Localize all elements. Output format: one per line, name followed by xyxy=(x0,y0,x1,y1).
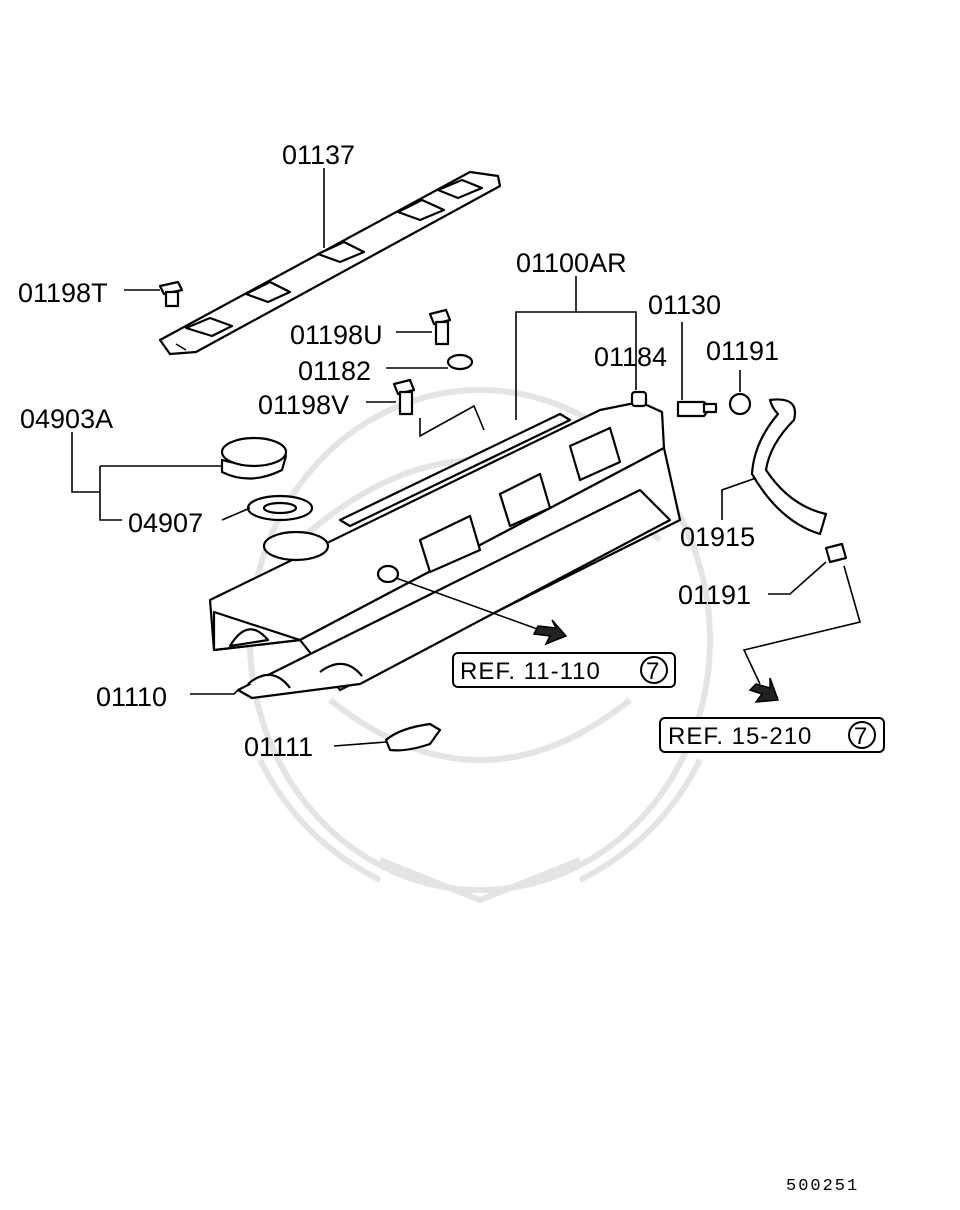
label-01198u: 01198U xyxy=(290,320,383,350)
bolt-01198u-part xyxy=(428,308,452,346)
clamp-lower-part xyxy=(824,542,848,564)
label-04903a: 04903A xyxy=(20,404,113,434)
cover-gasket-part xyxy=(236,488,672,700)
label-01184: 01184 xyxy=(594,342,667,372)
label-01130: 01130 xyxy=(648,290,721,320)
clamp-upper-part xyxy=(728,392,752,416)
oil-cap-part xyxy=(220,436,288,480)
label-01100ar: 01100AR xyxy=(516,248,627,278)
label-01182: 01182 xyxy=(298,356,371,386)
washer-01182-part xyxy=(446,353,474,371)
bolt-01198t-part xyxy=(158,280,184,308)
label-01915: 01915 xyxy=(680,522,755,552)
ref-arrow-2 xyxy=(748,677,780,703)
grommet-01184-part xyxy=(630,390,648,408)
bolt-01198v-part xyxy=(392,378,416,416)
figure-number: 500251 xyxy=(786,1177,859,1196)
label-01191-lower: 01191 xyxy=(678,580,751,610)
label-04907: 04907 xyxy=(128,508,203,538)
label-01198v: 01198V xyxy=(258,390,349,420)
ref-box-15-210[interactable]: REF. 15-210 7 xyxy=(659,717,885,753)
ref-box-11-110[interactable]: REF. 11-110 7 xyxy=(452,652,676,688)
cap-gasket-part xyxy=(246,494,314,522)
ref-arrow-1 xyxy=(532,619,568,646)
coil-cover-part xyxy=(158,170,502,356)
label-01137: 01137 xyxy=(282,140,355,170)
ref-box-15-210-num: 7 xyxy=(854,723,868,750)
pcv-hose-part xyxy=(750,398,828,536)
ref-box-11-110-text: REF. 11-110 xyxy=(460,658,601,685)
label-01111: 01111 xyxy=(244,732,313,762)
ref-box-15-210-text: REF. 15-210 xyxy=(668,723,812,750)
plug-seal-part xyxy=(384,722,442,752)
pcv-valve-part xyxy=(676,400,718,418)
leader-lines xyxy=(71,168,861,747)
label-01198t: 01198T xyxy=(18,278,108,308)
ref-box-11-110-num: 7 xyxy=(646,658,660,685)
label-01110: 01110 xyxy=(96,682,167,712)
label-01191-upper: 01191 xyxy=(706,336,779,366)
